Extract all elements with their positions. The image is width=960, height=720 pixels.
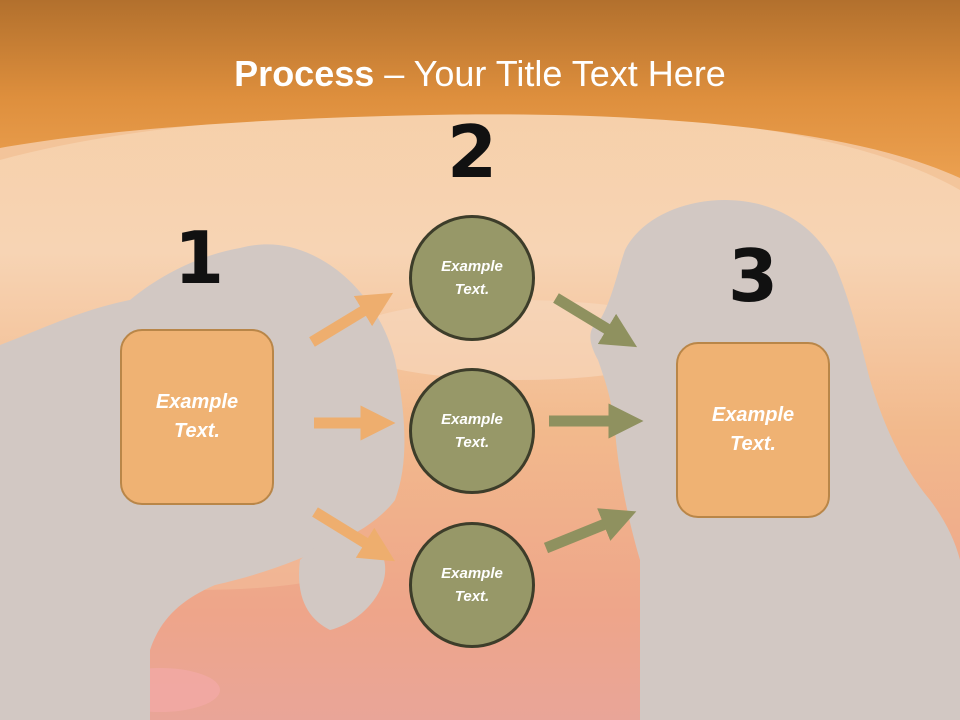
step-number-2: 2: [446, 110, 498, 194]
circle-bottom-text: Example Text.: [441, 565, 503, 605]
arrow-1-to-circle-top: [309, 292, 394, 347]
arrow-circle-bottom-to-3: [543, 508, 637, 554]
step-2-circle-top: Example Text.: [409, 215, 535, 341]
step-1-box: Example Text.: [120, 329, 274, 505]
step-number-1: 1: [173, 216, 225, 300]
step-1-text: Example Text.: [155, 391, 239, 442]
step-2-circle-middle: Example Text.: [409, 368, 535, 494]
circle-top-text: Example Text.: [441, 258, 503, 298]
title-rest: – Your Title Text Here: [374, 53, 726, 94]
step-3-text: Example Text.: [711, 404, 795, 455]
arrow-circle-top-to-3: [553, 293, 638, 348]
circle-middle-text: Example Text.: [441, 411, 503, 451]
title-bold: Process: [234, 53, 375, 94]
step-3-box: Example Text.: [676, 342, 830, 518]
step-number-3: 3: [727, 234, 779, 318]
slide-title: Process – Your Title Text Here: [0, 52, 960, 96]
step-2-circle-bottom: Example Text.: [409, 522, 535, 648]
arrow-1-to-circle-bottom: [312, 507, 395, 562]
